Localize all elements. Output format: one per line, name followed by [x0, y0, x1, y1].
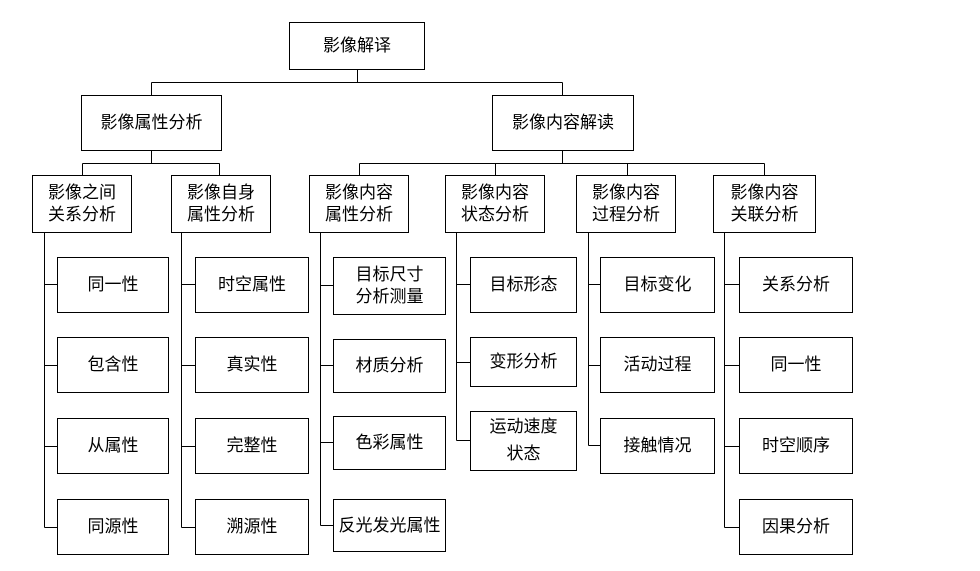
leaf-g4-1: 目标形态 — [470, 257, 577, 313]
connector-content — [359, 151, 765, 175]
leaf-g4-2: 变形分析 — [470, 337, 577, 387]
leaf-g1-2: 包含性 — [57, 337, 169, 393]
leaf-g3-4: 反光发光属性 — [333, 499, 446, 552]
node-group-1: 影像之间 关系分析 — [32, 175, 132, 233]
connector-root — [151, 70, 563, 95]
leaf-g6-4: 因果分析 — [739, 499, 853, 555]
leaf-g2-2: 真实性 — [195, 337, 309, 393]
leaf-g3-2: 材质分析 — [333, 339, 446, 393]
node-attribute-analysis: 影像属性分析 — [81, 95, 222, 151]
connector-g3 — [320, 233, 333, 526]
node-group-3: 影像内容 属性分析 — [309, 175, 409, 233]
leaf-g1-4: 同源性 — [57, 499, 169, 555]
connector-g4 — [456, 233, 470, 441]
leaf-g6-1: 关系分析 — [739, 257, 853, 313]
leaf-g2-1: 时空属性 — [195, 257, 309, 313]
leaf-g3-3: 色彩属性 — [333, 416, 446, 470]
leaf-g5-3: 接触情况 — [600, 418, 715, 474]
leaf-g5-1: 目标变化 — [600, 257, 715, 313]
leaf-g1-1: 同一性 — [57, 257, 169, 313]
leaf-g3-1: 目标尺寸 分析测量 — [333, 257, 446, 315]
connector-g6 — [724, 233, 739, 528]
node-group-4: 影像内容 状态分析 — [445, 175, 545, 233]
leaf-g6-3: 时空顺序 — [739, 418, 853, 474]
connector-g1 — [44, 233, 57, 528]
connector-attr — [82, 151, 220, 175]
leaf-g5-2: 活动过程 — [600, 337, 715, 393]
leaf-g1-3: 从属性 — [57, 418, 169, 474]
leaf-g6-2: 同一性 — [739, 337, 853, 393]
node-group-2: 影像自身 属性分析 — [171, 175, 271, 233]
node-content-interpretation: 影像内容解读 — [492, 95, 634, 151]
connector-g5 — [588, 233, 600, 446]
leaf-g4-3: 运动速度 状态 — [470, 411, 577, 471]
node-group-6: 影像内容 关联分析 — [713, 175, 816, 233]
connector-g2 — [181, 233, 195, 528]
leaf-g2-4: 溯源性 — [195, 499, 309, 555]
node-group-5: 影像内容 过程分析 — [576, 175, 676, 233]
node-root: 影像解译 — [289, 22, 425, 70]
leaf-g2-3: 完整性 — [195, 418, 309, 474]
